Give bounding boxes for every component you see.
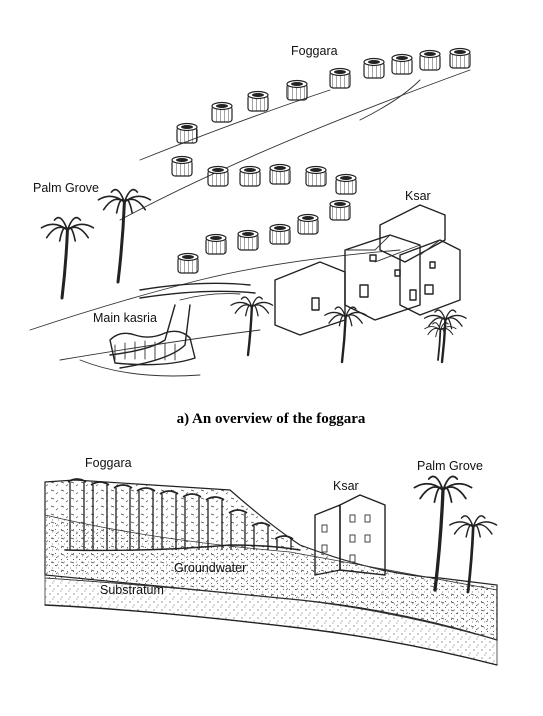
main-kasria-channel [79,282,256,377]
palm-tree [97,188,152,284]
foggara-well [419,49,441,71]
foggara-shaft [159,490,179,550]
foggara-well [329,67,351,89]
foggara-shaft [90,481,110,550]
foggara-well [237,229,259,251]
palm-tree [40,216,95,300]
ground-texture [29,69,471,361]
palm-tree [423,309,467,364]
foggara-shaft [182,493,202,550]
foggara-shaft [67,478,87,550]
label-foggara-section: Foggara [85,456,132,470]
foggara-well [297,213,319,235]
foggara-well [269,163,291,185]
foggara-well [177,252,199,274]
palm-tree [449,515,498,594]
label-main-kasria: Main kasria [93,311,157,325]
foggara-shaft [136,487,156,550]
foggara-well [363,57,385,79]
label-ksar-section: Ksar [333,479,359,493]
caption-overview: a) An overview of the foggara [177,411,366,427]
foggara-well [247,90,269,112]
foggara-wells [171,47,471,274]
foggara-well [176,122,198,144]
label-ksar-overview: Ksar [405,189,431,203]
foggara-shafts [67,478,294,550]
foggara-well [286,79,308,101]
label-groundwater: Groundwater [174,561,246,575]
foggara-well [239,165,261,187]
foggara-well [269,223,291,245]
foggara-well [391,53,413,75]
foggara-well [305,165,327,187]
ksar-buildings [274,204,461,336]
foggara-well [329,199,351,221]
palm-tree [324,306,368,364]
palm-trees-overview [40,188,467,364]
foggara-gallery [64,544,301,552]
foggara-well [335,173,357,195]
section-panel: Foggara Ksar Palm Grove Groundwater Subs… [44,456,498,666]
label-foggara-overview: Foggara [291,44,338,58]
ksar-towers-section [314,494,386,576]
foggara-shaft [113,484,133,550]
foggara-shaft [228,509,248,550]
label-palm-grove-overview: Palm Grove [33,181,99,195]
foggara-well [211,101,233,123]
palm-tree [230,296,274,357]
label-substratum: Substratum [100,583,164,597]
foggara-shaft [205,496,225,550]
foggara-well [171,155,193,177]
palm-trees-section [413,475,498,594]
palm-tree [413,475,473,592]
label-palm-grove-section: Palm Grove [417,459,483,473]
palm-tree [424,322,457,361]
foggara-well [449,47,471,69]
overview-panel: Foggara Palm Grove Ksar Main kasria [29,44,471,377]
foggara-well [207,165,229,187]
foggara-well [205,233,227,255]
